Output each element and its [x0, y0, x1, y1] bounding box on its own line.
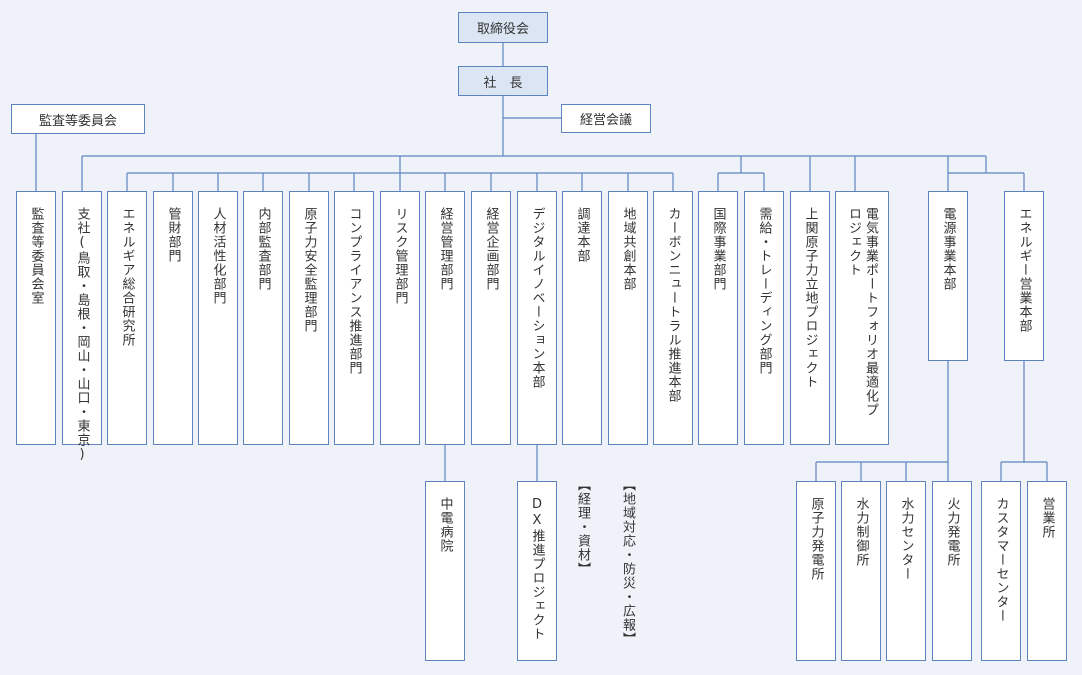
subunit-label: 原子力発電所: [808, 497, 824, 581]
dept-label: 監査等委員会室: [28, 207, 44, 305]
dept-label: 支社(鳥取・島根・岡山・山口・東京): [74, 207, 90, 463]
subunit-hydro-control: 水力制御所: [841, 481, 881, 661]
subunit-dx-project: DX推進プロジェクト: [517, 481, 557, 661]
dept-label: 調達本部: [574, 207, 590, 263]
dept-label: 経営管理部門: [437, 207, 453, 291]
dept-label: 需給・トレーディング部門: [756, 207, 772, 375]
subunit-customer-center: カスタマーセンター: [981, 481, 1021, 661]
subunit-label: 火力発電所: [944, 497, 960, 567]
dept-label: 原子力安全監理部門: [301, 207, 317, 333]
dept-label: エネルギー営業本部: [1016, 207, 1032, 333]
subunit-label: カスタマーセンター: [993, 497, 1009, 623]
dept-energy-sales: エネルギー営業本部: [1004, 191, 1044, 361]
dept-label: 電源事業本部: [940, 207, 956, 291]
dept-corporate-planning: 経営企画部門: [471, 191, 511, 445]
subunit-sales-office: 営業所: [1027, 481, 1067, 661]
dept-carbon-neutral: カーボンニュートラル推進本部: [653, 191, 693, 445]
board-of-directors-box: 取締役会: [458, 12, 548, 43]
dept-label: エネルギア総合研究所: [119, 207, 135, 347]
subunit-label: 水力センター: [898, 497, 914, 581]
president-box: 社 長: [458, 66, 548, 96]
procurement-note: 【経理・資材】: [575, 478, 590, 576]
subunit-label: 水力制御所: [853, 497, 869, 567]
dept-nuclear-safety: 原子力安全監理部門: [289, 191, 329, 445]
dept-risk-management: リスク管理部門: [380, 191, 420, 445]
subunit-label: 営業所: [1039, 497, 1055, 539]
dept-compliance: コンプライアンス推進部門: [334, 191, 374, 445]
dept-regional-cocreation: 地域共創本部: [608, 191, 648, 445]
dept-label: 電気事業ポートフォリオ最適化プロジェクト: [846, 207, 878, 417]
dept-power-generation: 電源事業本部: [928, 191, 968, 361]
dept-portfolio-project: 電気事業ポートフォリオ最適化プロジェクト: [835, 191, 889, 445]
dept-label: 経営企画部門: [483, 207, 499, 291]
subunit-hydro-center: 水力センター: [886, 481, 926, 661]
president-label: 社 長: [483, 75, 523, 91]
dept-internal-audit: 内部監査部門: [243, 191, 283, 445]
regional-note: 【地域対応・防災・広報】: [620, 478, 635, 646]
dept-supply-trading: 需給・トレーディング部門: [744, 191, 784, 445]
subunit-nuclear-plant: 原子力発電所: [796, 481, 836, 661]
dept-digital-innovation: デジタルイノベーション本部: [517, 191, 557, 445]
dept-international: 国際事業部門: [698, 191, 738, 445]
dept-kaminoseki-project: 上関原子力立地プロジェクト: [790, 191, 830, 445]
subunit-thermal-plant: 火力発電所: [932, 481, 972, 661]
management-meeting-label: 経営会議: [579, 113, 632, 128]
subunit-label: DX推進プロジェクト: [529, 497, 545, 641]
dept-human-resources: 人材活性化部門: [198, 191, 238, 445]
dept-label: 管財部門: [165, 207, 181, 263]
dept-audit-office: 監査等委員会室: [16, 191, 56, 445]
audit-committee-label: 監査等委員会: [38, 113, 117, 129]
dept-label: リスク管理部門: [392, 207, 408, 305]
dept-label: 国際事業部門: [710, 207, 726, 291]
dept-property-management: 管財部門: [153, 191, 193, 445]
dept-label: 人材活性化部門: [210, 207, 226, 305]
subunit-hospital: 中電病院: [425, 481, 465, 661]
board-label: 取締役会: [476, 22, 529, 37]
dept-label: 上関原子力立地プロジェクト: [802, 207, 818, 389]
dept-label: 内部監査部門: [255, 207, 271, 291]
audit-committee-box: 監査等委員会: [11, 104, 145, 134]
dept-label: デジタルイノベーション本部: [529, 207, 545, 389]
management-meeting-box: 経営会議: [561, 104, 651, 133]
dept-label: コンプライアンス推進部門: [346, 207, 362, 375]
dept-energia-research: エネルギア総合研究所: [107, 191, 147, 445]
subunit-label: 中電病院: [437, 497, 453, 553]
dept-management-admin: 経営管理部門: [425, 191, 465, 445]
dept-procurement: 調達本部: [562, 191, 602, 445]
dept-label: 地域共創本部: [620, 207, 636, 291]
dept-label: カーボンニュートラル推進本部: [665, 207, 681, 403]
dept-branch-offices: 支社(鳥取・島根・岡山・山口・東京): [62, 191, 102, 463]
